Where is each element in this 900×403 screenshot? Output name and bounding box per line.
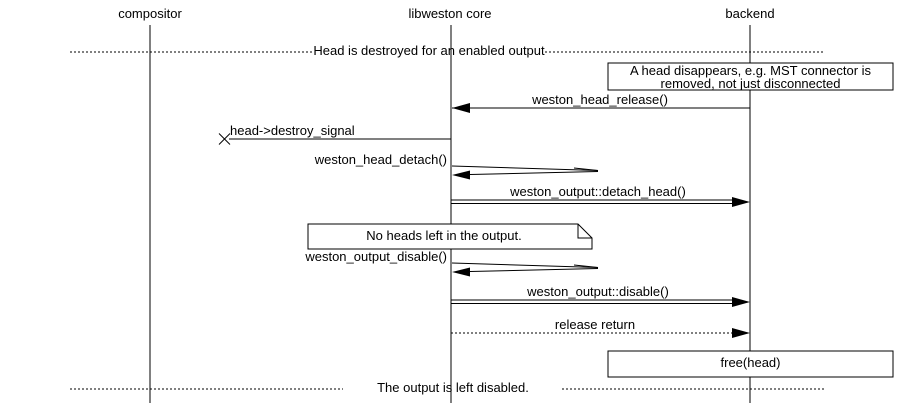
arrow-weston-output-detach-head [451,197,750,207]
message-label-weston-output-disable-call: weston_output::disable() [527,284,669,299]
action-box-free-head [607,350,894,378]
note-head-disappears-box [607,62,894,91]
lifeline-label-compositor: compositor [118,6,182,21]
arrow-weston-output-disable-call [451,297,750,307]
note-head-disappears-line2: removed, not just disconnected [660,76,841,91]
note-head-disappears: A head disappears, e.g. MST connector is… [609,64,892,90]
lifeline-label-backend: backend [725,6,775,21]
arrow-head-destroy-signal [218,133,451,145]
lifeline-label-libweston-core: libweston core [408,6,492,21]
note-head-disappears-line1: A head disappears, e.g. MST connector is [629,63,872,78]
message-label-weston-output-detach-head: weston_output::detach_head() [510,184,686,199]
divider-bottom-label: The output is left disabled. [377,380,529,395]
lost-message-x-icon [218,133,231,145]
note-no-heads-left: No heads left in the output. [366,228,522,243]
action-box-free-head-label: free(head) [720,355,781,370]
message-label-weston-head-detach: weston_head_detach() [314,152,447,167]
message-label-weston-head-release: weston_head_release() [532,92,668,107]
self-arrow-weston-output-disable [451,262,599,277]
note-no-heads-left-box [307,223,593,250]
message-label-weston-output-disable-self: weston_output_disable() [305,249,447,264]
divider-top-label: Head is destroyed for an enabled output [313,43,545,58]
self-arrow-weston-head-detach [451,165,599,180]
arrow-weston-head-release [452,103,750,113]
message-label-head-destroy-signal: head->destroy_signal [230,123,355,138]
message-label-release-return: release return [554,317,636,332]
arrow-release-return [451,328,750,338]
